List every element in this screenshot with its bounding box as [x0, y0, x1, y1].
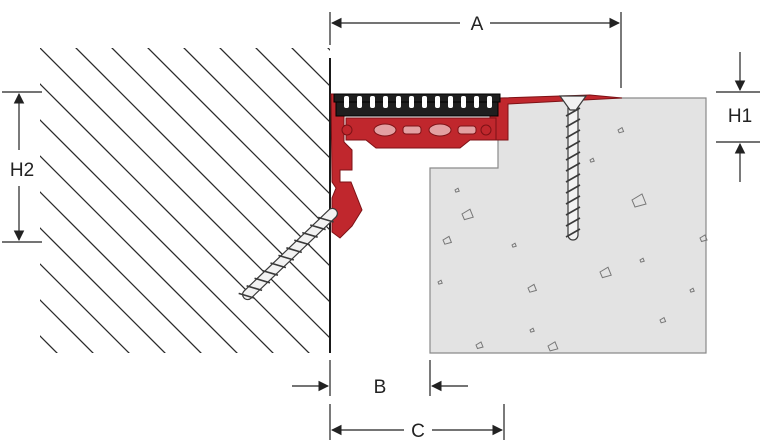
insert-groove	[396, 96, 401, 108]
insert-groove	[448, 96, 453, 108]
hatch-line	[40, 48, 147, 353]
hatch-line	[40, 48, 75, 353]
screw-thread	[278, 254, 295, 261]
screw-thread	[254, 277, 271, 284]
dimension-label-h2: H2	[10, 160, 34, 181]
hatch-line	[40, 48, 291, 353]
screw-thread	[286, 247, 303, 254]
screw-thread	[294, 239, 310, 246]
dimension-label-a: A	[471, 14, 484, 35]
insert-groove	[422, 96, 427, 108]
screw-thread	[238, 292, 255, 299]
screw-thread	[565, 217, 581, 227]
aggregate-speck	[699, 234, 708, 243]
screw-thread	[317, 216, 334, 223]
insert-groove	[383, 96, 388, 108]
hatch-line	[40, 48, 183, 353]
screw-thread	[565, 184, 581, 194]
screw-thread	[270, 262, 287, 269]
aggregate-speck	[461, 208, 474, 221]
insert-groove	[357, 96, 362, 108]
screw-thread	[565, 129, 581, 139]
screw-thread	[565, 118, 581, 128]
screw-thread	[565, 206, 581, 216]
insert-groove	[487, 96, 492, 108]
hatch-line	[175, 48, 330, 353]
screw-shaft	[242, 207, 338, 301]
aggregate-speck	[689, 287, 695, 293]
rubber-insert	[333, 93, 501, 117]
screw-thread	[565, 140, 581, 150]
insert-groove	[461, 96, 466, 108]
screw-thread	[565, 228, 581, 238]
screw-head	[558, 95, 588, 111]
hatch-line	[247, 48, 330, 353]
aggregate-speck	[475, 341, 484, 350]
dimension-lines	[2, 12, 760, 440]
screw-thread	[565, 151, 581, 161]
hatch-line	[67, 48, 330, 353]
hatch-line	[40, 48, 255, 353]
insert-groove	[344, 96, 349, 108]
hatch-line	[40, 48, 219, 353]
aggregate-speck	[639, 257, 645, 263]
aggregate-speck	[617, 126, 625, 134]
insert-groove	[409, 96, 414, 108]
dimension-label-c: C	[411, 421, 425, 442]
aggregate-speck	[631, 193, 647, 208]
aggregate-speck	[527, 283, 538, 293]
expansion-joint-profile	[330, 93, 623, 239]
insert-groove	[370, 96, 375, 108]
aggregate-speck	[547, 341, 559, 352]
hatched-wall	[0, 40, 330, 370]
aggregate-speck	[442, 235, 453, 245]
screw-thread	[262, 269, 279, 276]
insert-groove	[474, 96, 479, 108]
slab-anchor-screw	[558, 95, 588, 241]
dimension-label-b: B	[374, 377, 387, 398]
screw-thread	[565, 173, 581, 183]
aggregate-speck	[529, 327, 535, 333]
aggregate-speck	[599, 266, 612, 279]
aggregate-speck	[454, 187, 460, 193]
aggregate-speck	[659, 316, 667, 324]
insert-groove	[435, 96, 440, 108]
hatch-line	[103, 48, 330, 353]
hatch-line	[40, 48, 330, 353]
aggregate-speck	[437, 279, 443, 285]
hatch-line	[139, 48, 330, 353]
screw-thread	[565, 162, 581, 172]
screw-thread	[565, 107, 581, 117]
aggregate-speck	[589, 157, 595, 163]
hatch-line	[0, 40, 2, 370]
hatch-line	[40, 48, 327, 353]
hatch-line	[211, 48, 330, 353]
screw-thread	[309, 224, 326, 231]
screw-thread	[302, 231, 318, 238]
screw-thread	[565, 195, 581, 205]
hatch-line	[40, 48, 111, 353]
wall-anchor-screw	[238, 207, 338, 301]
aggregate-speck	[511, 242, 517, 248]
dimension-label-h1: H1	[728, 106, 752, 127]
screw-thread	[246, 285, 263, 292]
